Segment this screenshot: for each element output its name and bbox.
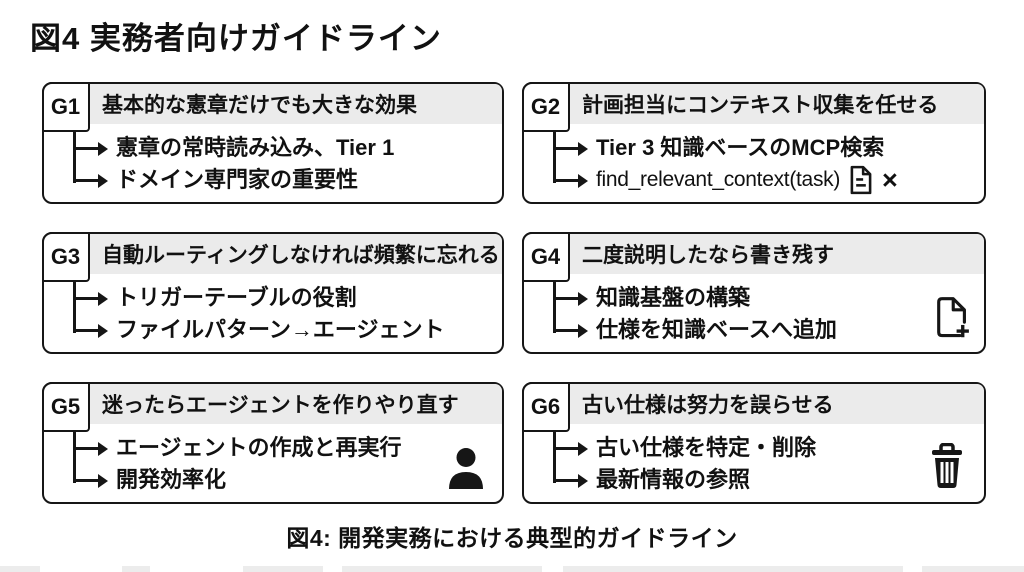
guideline-tag: G5 (41, 381, 90, 432)
close-icon: × (882, 165, 898, 195)
tree-branch (73, 329, 98, 332)
tree-connector-line (73, 431, 76, 483)
figure-caption: 図4: 開発実務における典型的ガイドライン (286, 525, 738, 551)
tree-branch (553, 179, 578, 182)
tree-branch (73, 447, 98, 450)
arrow-right-icon (578, 291, 588, 306)
bullet-item: トリガーテーブルの役割 (116, 283, 357, 313)
cutoff-text-fragment (0, 566, 40, 572)
bullet-text: ファイルパターン→エージェント (116, 317, 445, 342)
arrow-right-icon (578, 323, 588, 338)
bullet-item: 仕様を知識ベースへ追加 (596, 315, 837, 345)
arrow-right-icon (578, 173, 588, 188)
arrow-right-icon (578, 441, 588, 456)
tree-branch (73, 297, 98, 300)
bullet-text: ドメイン専門家の重要性 (116, 167, 359, 192)
tree-connector-line (553, 131, 556, 183)
cutoff-text-fragment (122, 566, 150, 572)
card-title: 古い仕様は努力を誤らせる (582, 394, 834, 417)
bullet-text: 知識基盤の構築 (596, 285, 751, 310)
bullet-text: 憲章の常時読み込み、Tier 1 (116, 135, 395, 160)
tree-connector-line (553, 431, 556, 483)
guideline-tag: G3 (41, 231, 90, 282)
arrow-right-icon (578, 141, 588, 156)
bullet-item: 憲章の常時読み込み、Tier 1 (116, 133, 394, 163)
bullet-item: 知識基盤の構築 (596, 283, 750, 313)
bullet-text: Tier 3 知識ベースのMCP検索 (596, 135, 885, 160)
bullet-item: 古い仕様を特定・削除 (596, 433, 816, 463)
guideline-tag: G6 (521, 381, 570, 432)
bullet-item: エージェントの作成と再実行 (116, 433, 402, 463)
bullet-text: 最新情報の参照 (596, 467, 751, 492)
tree-branch (73, 147, 98, 150)
card-header: 計画担当にコンテキスト収集を任せる (524, 84, 984, 124)
card-title: 自動ルーティングしなければ頻繁に忘れる (102, 244, 500, 267)
guideline-card-g2: 計画担当にコンテキスト収集を任せる G2 Tier 3 知識ベースのMCP検索 … (521, 81, 986, 204)
tree-branch (73, 479, 98, 482)
document-icon (848, 165, 874, 195)
arrow-right-icon (578, 473, 588, 488)
bullet-item: 最新情報の参照 (596, 465, 750, 495)
arrow-right-icon (98, 291, 108, 306)
arrow-right-icon (98, 441, 108, 456)
guideline-tag: G2 (521, 81, 570, 132)
trash-icon (928, 442, 966, 494)
bullet-text: エージェントの作成と再実行 (116, 435, 402, 460)
cutoff-text-fragment (342, 566, 542, 572)
cutoff-text-fragment (922, 566, 1024, 572)
guideline-card-g5: 迷ったらエージェントを作りやり直す G5 エージェントの作成と再実行 開発効率化 (41, 381, 504, 504)
bullet-text: find_relevant_context(task) (596, 168, 841, 191)
card-header: 自動ルーティングしなければ頻繁に忘れる (44, 234, 502, 274)
bullet-item: Tier 3 知識ベースのMCP検索 (596, 133, 884, 163)
card-title: 計画担当にコンテキスト収集を任せる (582, 94, 939, 117)
person-icon (446, 445, 486, 494)
card-title: 基本的な憲章だけでも大きな効果 (102, 94, 417, 117)
bullet-text: 開発効率化 (116, 467, 227, 492)
arrow-right-icon (98, 173, 108, 188)
bullet-text: トリガーテーブルの役割 (116, 285, 357, 310)
tree-branch (553, 147, 578, 150)
guideline-card-g4: 二度説明したなら書き残す G4 知識基盤の構築 仕様を知識ベースへ追加 (521, 231, 986, 354)
cutoff-text-fragment (243, 566, 323, 572)
tree-branch (553, 329, 578, 332)
tree-branch (73, 179, 98, 182)
tree-connector-line (73, 131, 76, 183)
card-title: 迷ったらエージェントを作りやり直す (102, 394, 459, 417)
card-header: 古い仕様は努力を誤らせる (524, 384, 984, 424)
tree-branch (553, 297, 578, 300)
cutoff-text-fragment (563, 566, 903, 572)
arrow-right-icon (98, 141, 108, 156)
bullet-text: 仕様を知識ベースへ追加 (596, 317, 837, 342)
note-add-icon (932, 293, 970, 344)
bullet-item: ドメイン専門家の重要性 (116, 165, 358, 195)
bullet-item: 開発効率化 (116, 465, 226, 495)
tree-branch (553, 479, 578, 482)
arrow-right-icon (98, 323, 108, 338)
card-header: 基本的な憲章だけでも大きな効果 (44, 84, 502, 124)
arrow-right-icon (98, 473, 108, 488)
bullet-text: 古い仕様を特定・削除 (596, 435, 817, 460)
tree-branch (553, 447, 578, 450)
guideline-tag: G4 (521, 231, 570, 282)
card-header: 二度説明したなら書き残す (524, 234, 984, 274)
tree-connector-line (73, 281, 76, 333)
card-title: 二度説明したなら書き残す (582, 244, 834, 267)
guideline-card-g6: 古い仕様は努力を誤らせる G6 古い仕様を特定・削除 最新情報の参照 (521, 381, 986, 504)
card-header: 迷ったらエージェントを作りやり直す (44, 384, 502, 424)
tree-connector-line (553, 281, 556, 333)
guideline-tag: G1 (41, 81, 90, 132)
bullet-item: find_relevant_context(task) × (596, 165, 898, 195)
bullet-item: ファイルパターン→エージェント (116, 315, 444, 345)
guideline-card-g3: 自動ルーティングしなければ頻繁に忘れる G3 トリガーテーブルの役割 ファイルパ… (41, 231, 504, 354)
guideline-card-g1: 基本的な憲章だけでも大きな効果 G1 憲章の常時読み込み、Tier 1 ドメイン… (41, 81, 504, 204)
figure-title: 図4 実務者向けガイドライン (30, 21, 442, 56)
